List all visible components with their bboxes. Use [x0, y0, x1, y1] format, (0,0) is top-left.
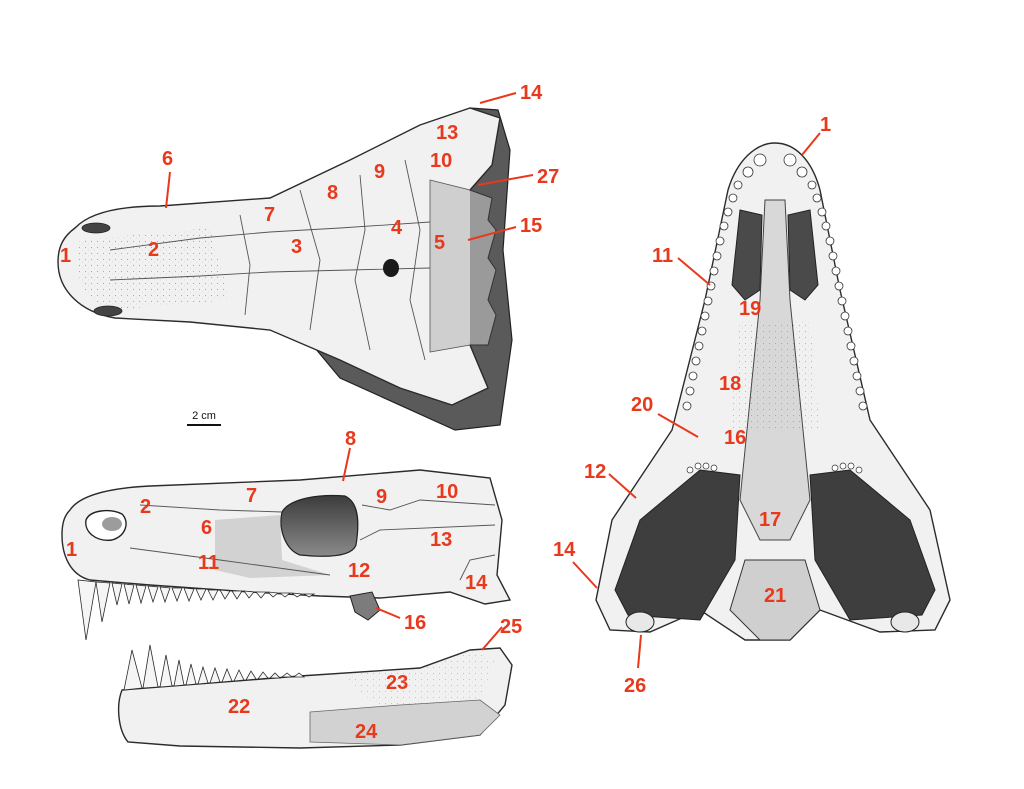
label-mandible-22: 22 — [228, 696, 250, 718]
label-lateral-13: 13 — [430, 529, 452, 551]
label-lateral-7: 7 — [246, 485, 257, 507]
label-palatal-21: 21 — [764, 585, 786, 607]
label-dorsal-8: 8 — [327, 182, 338, 204]
label-dorsal-7: 7 — [264, 204, 275, 226]
label-palatal-12: 12 — [584, 461, 606, 483]
lateral-pterygoid-process — [349, 591, 381, 621]
label-palatal-11: 11 — [652, 245, 673, 267]
label-palatal-26: 26 — [624, 675, 646, 697]
label-dorsal-6: 6 — [162, 148, 173, 170]
palatal-tooth-clusters — [686, 462, 863, 474]
label-mandible-23: 23 — [386, 672, 408, 694]
palatal-left-quadrate — [625, 611, 655, 633]
label-dorsal-2: 2 — [148, 239, 159, 261]
palatal-right-fenestra — [809, 469, 936, 621]
dorsal-snout-texture — [77, 228, 230, 310]
palatal-braincase — [729, 559, 821, 641]
label-dorsal-14: 14 — [520, 82, 543, 104]
lateral-upper-teeth — [77, 579, 316, 641]
lateral-view — [61, 469, 512, 641]
leader-lateral-16 — [375, 607, 401, 619]
label-dorsal-15: 15 — [520, 215, 542, 237]
label-palatal-14: 14 — [553, 539, 576, 561]
pineal-foramen — [383, 259, 399, 277]
leader-palatal-11 — [677, 257, 711, 286]
leader-palatal-20 — [657, 413, 699, 438]
leader-palatal-1 — [801, 132, 821, 156]
label-mandible-24: 24 — [355, 721, 378, 743]
dorsal-occiput-edge — [469, 189, 497, 346]
label-lateral-16: 16 — [404, 612, 426, 634]
dorsal-sutures — [109, 159, 431, 361]
palatal-right-tooth-row — [807, 180, 868, 411]
mandible-teeth — [123, 644, 306, 691]
label-palatal-17: 17 — [759, 509, 781, 531]
label-palatal-18: 18 — [719, 373, 741, 395]
palatal-labels: 1 11 12 14 16 17 18 19 20 21 26 — [553, 114, 831, 697]
label-dorsal-1: 1 — [60, 245, 71, 267]
leader-palatal-12 — [608, 473, 637, 499]
label-mandible-25: 25 — [500, 616, 522, 638]
label-lateral-9: 9 — [376, 486, 387, 508]
leader-mandible-25 — [481, 626, 503, 651]
palatal-left-tooth-row — [682, 180, 743, 411]
dorsal-naris-upper — [81, 222, 111, 234]
label-dorsal-13: 13 — [436, 122, 458, 144]
leader-dorsal-14 — [479, 92, 517, 104]
label-palatal-16: 16 — [724, 427, 746, 449]
lateral-sutures — [129, 499, 496, 581]
mandible-surangular-texture — [340, 650, 495, 708]
label-palatal-20: 20 — [631, 394, 653, 416]
palatal-stipple — [730, 320, 820, 430]
dorsal-naris-lower — [93, 305, 123, 317]
label-dorsal-3: 3 — [291, 236, 302, 258]
leader-lateral-8 — [342, 447, 351, 482]
label-dorsal-4: 4 — [391, 217, 403, 239]
label-dorsal-9: 9 — [374, 161, 385, 183]
dorsal-view — [57, 107, 513, 431]
label-lateral-1: 1 — [66, 539, 77, 561]
label-dorsal-27: 27 — [537, 166, 559, 188]
leader-palatal-26 — [637, 634, 642, 669]
lateral-orbit — [280, 494, 359, 557]
label-lateral-10: 10 — [436, 481, 458, 503]
label-lateral-11: 11 — [198, 552, 219, 574]
palatal-right-quadrate — [890, 611, 920, 633]
lateral-labels: 1 2 6 7 8 9 10 11 12 13 14 16 — [66, 428, 488, 634]
palatal-premaxillary-teeth — [742, 153, 808, 178]
label-lateral-8: 8 — [345, 428, 356, 450]
dorsal-skull-outline — [57, 107, 501, 406]
leader-dorsal-15 — [467, 226, 517, 241]
mandible-labels: 22 23 24 25 — [228, 616, 522, 743]
label-dorsal-5: 5 — [434, 232, 445, 254]
palatal-left-choana — [731, 209, 763, 301]
mandible-view — [117, 644, 513, 749]
palatal-left-fenestra — [614, 469, 741, 621]
leader-palatal-14 — [572, 561, 598, 589]
scale-bar: 2 cm — [187, 410, 221, 426]
label-dorsal-10: 10 — [430, 150, 452, 172]
label-lateral-2: 2 — [140, 496, 151, 518]
leader-dorsal-6 — [165, 171, 171, 209]
scale-bar-label: 2 cm — [192, 410, 216, 422]
dorsal-labels: 1 2 3 4 5 6 7 8 9 10 13 14 15 27 — [60, 82, 559, 267]
label-palatal-19: 19 — [739, 298, 761, 320]
lateral-cheek-shading — [215, 515, 330, 578]
label-lateral-14: 14 — [465, 572, 488, 594]
leader-lines — [165, 92, 821, 669]
label-lateral-12: 12 — [348, 560, 370, 582]
label-palatal-1: 1 — [820, 114, 831, 136]
palatal-right-choana — [787, 209, 819, 301]
palatal-view — [595, 142, 951, 641]
label-lateral-6: 6 — [201, 517, 212, 539]
lateral-naris-inner — [102, 517, 122, 531]
leader-dorsal-27 — [477, 174, 534, 186]
